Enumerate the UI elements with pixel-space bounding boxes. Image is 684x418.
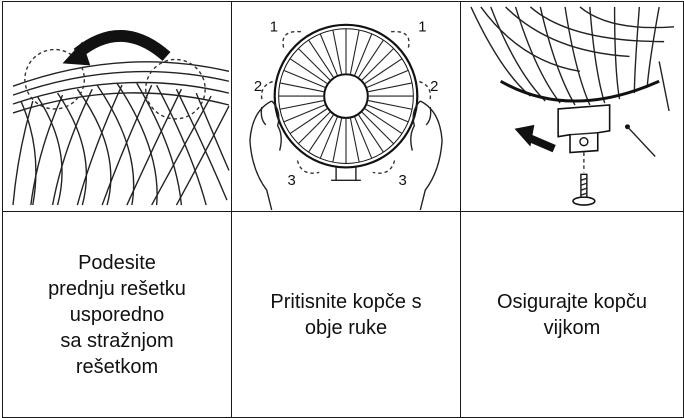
step-1-line-4: sa stražnjom [60,329,174,352]
step-1-line-2: prednju rešetku [48,277,186,300]
grille-spoke [332,29,343,74]
grille-spoke [297,111,331,145]
grille-spoke [368,100,413,110]
step-1-caption: Podesite prednju rešetku usporedno sa st… [2,211,232,418]
grille-spoke [283,104,326,123]
grille-spoke [349,118,360,163]
step-3-illustration [460,1,684,212]
grille-spoke [332,118,343,163]
grille-spoke [279,82,324,93]
callout-1-right: 1 [418,20,426,36]
grille-spoke [361,111,395,145]
callout-3-left: 3 [288,173,296,189]
grille-spoke [354,116,373,159]
grille-spoke [319,116,338,159]
callout-2-right: 2 [430,79,438,95]
grille-spoke [364,108,403,134]
grille-spoke [358,114,384,153]
callout-3-right: 3 [398,173,406,189]
step-3-line-2: vijkom [543,316,601,339]
step-1-illustration [2,1,232,212]
screw-clip-drawing [470,6,675,206]
grille-spoke [297,48,331,81]
step-2-line-2: obje ruke [304,316,388,339]
grille-alignment-drawing [12,30,230,206]
grille-spoke [364,58,403,84]
callout-1-left: 1 [270,20,278,36]
step-1-line-5: rešetkom [75,355,159,378]
grille-spoke [289,108,328,134]
grille-spoke [366,104,409,123]
grille-spoke [368,82,413,93]
step-1-line-3: usporedno [69,303,165,326]
grille-spoke [358,39,384,78]
press-clips-drawing: 1 1 2 2 3 3 [249,20,443,211]
step-3-line-1: Osigurajte kopču [496,290,648,313]
grille-spoke [366,69,409,88]
grille-spoke [279,100,324,110]
step-1-line-1: Podesite [78,251,156,274]
grille-spoke [354,33,373,76]
grille-spoke [349,29,360,74]
grille-spoke [308,39,334,78]
grille-spoke [283,69,326,88]
grille-spoke [289,58,328,84]
step-2-line-1: Pritisnite kopče s [270,290,422,313]
grille-spoke [319,33,338,76]
step-2-illustration: 1 1 2 2 3 3 [231,1,461,212]
step-2-caption: Pritisnite kopče s obje ruke [231,211,461,418]
grille-spoke [308,114,334,153]
grille-spoke [361,48,395,81]
callout-2-left: 2 [254,79,262,95]
step-3-caption: Osigurajte kopču vijkom [460,211,684,418]
